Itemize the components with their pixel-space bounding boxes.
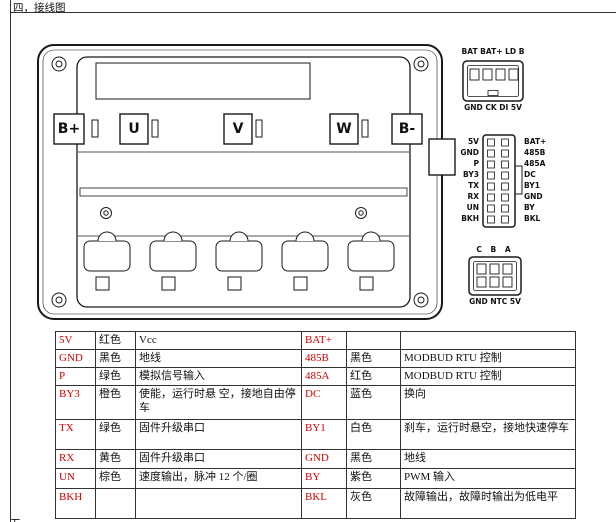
table-row: 5V 红色 Vcc BAT+ bbox=[55, 331, 576, 350]
table-cell: 红色 bbox=[95, 331, 136, 350]
table-cell: 灰色 bbox=[346, 488, 401, 519]
table-cell: 刹车，运行时悬空，接地快速停车 bbox=[400, 419, 576, 450]
table-cell bbox=[135, 488, 302, 519]
pin-label: BY3 bbox=[463, 170, 479, 179]
table-row: P 绿色 模拟信号输入 485A 红色 MODBUD RTU 控制 bbox=[55, 367, 576, 386]
terminal-label-v: V bbox=[232, 121, 244, 137]
pin-label: GND bbox=[524, 192, 543, 201]
table-cell: BY3 bbox=[55, 385, 96, 420]
table-cell: 地线 bbox=[135, 349, 302, 368]
table-cell: 黑色 bbox=[95, 349, 136, 368]
table-cell: RX bbox=[55, 449, 96, 469]
table-cell: P bbox=[55, 367, 96, 386]
table-cell: 故障输出，故障时输出为低电平 bbox=[400, 488, 576, 519]
table-cell: BY1 bbox=[301, 419, 347, 450]
table-cell: 使能，运行时悬 空，接地自由停车 bbox=[135, 385, 302, 420]
pin-label: BKH bbox=[461, 214, 479, 223]
table-cell: Vcc bbox=[135, 331, 302, 350]
table-cell: 地线 bbox=[400, 449, 576, 469]
table-cell: TX bbox=[55, 419, 96, 450]
pin-label: TX bbox=[468, 181, 479, 190]
pin-label: BY1 bbox=[524, 181, 540, 190]
table-row: BY3 橙色 使能，运行时悬 空，接地自由停车 DC 蓝色 换向 bbox=[55, 385, 576, 420]
terminal-label-b-minus: B- bbox=[398, 121, 416, 137]
mounting-hole-icon bbox=[100, 207, 367, 219]
table-cell: 5V bbox=[55, 331, 96, 350]
table-cell: DC bbox=[301, 385, 347, 420]
pin-label: BAT+ bbox=[524, 137, 547, 146]
pin-label: 485B bbox=[524, 148, 546, 157]
pin-label: BKL bbox=[524, 214, 541, 223]
pin-label: RX bbox=[467, 192, 479, 201]
pin-label: 5V bbox=[467, 137, 479, 146]
table-row: TX 绿色 固件升级串口 BY1 白色 刹车，运行时悬空，接地快速停车 bbox=[55, 419, 576, 450]
pin-label: UN bbox=[466, 203, 479, 212]
heatsink-feet bbox=[83, 231, 395, 291]
terminal-label-b-plus: B+ bbox=[57, 121, 81, 137]
hall-connector-bottom-label: GND NTC 5V bbox=[469, 297, 521, 306]
pin-label: 485A bbox=[524, 159, 546, 168]
terminal-blocks bbox=[53, 113, 423, 145]
pin-label: GND bbox=[460, 148, 479, 157]
table-cell: MODBUD RTU 控制 bbox=[400, 367, 576, 386]
table-cell: 棕色 bbox=[95, 468, 136, 489]
table-cell: GND bbox=[301, 449, 347, 469]
battery-connector bbox=[462, 60, 524, 102]
table-cell: PWM 输入 bbox=[400, 468, 576, 489]
pin-label: P bbox=[473, 159, 480, 168]
table-cell bbox=[346, 331, 401, 350]
table-cell: 485A bbox=[301, 367, 347, 386]
table-cell: GND bbox=[55, 349, 96, 368]
table-cell: 485B bbox=[301, 349, 347, 368]
screw-icon bbox=[51, 56, 429, 308]
terminal-slots bbox=[91, 119, 369, 138]
table-cell: 蓝色 bbox=[346, 385, 401, 420]
table-cell: 固件升级串口 bbox=[135, 449, 302, 469]
table-cell: 固件升级串口 bbox=[135, 419, 302, 450]
hall-connector-top-label: C B A bbox=[476, 245, 514, 254]
pin-label: BY bbox=[524, 203, 535, 212]
signal-connector-right-labels: BAT+ 485B 485A DC BY1 GND BY BKL bbox=[524, 136, 574, 224]
page-border bbox=[10, 0, 616, 522]
table-cell: 模拟信号输入 bbox=[135, 367, 302, 386]
table-cell: MODBUD RTU 控制 bbox=[400, 349, 576, 368]
table-cell: 白色 bbox=[346, 419, 401, 450]
signal-connector bbox=[482, 134, 523, 228]
table-cell: BKH bbox=[55, 488, 96, 519]
table-cell: 黑色 bbox=[346, 349, 401, 368]
table-cell: UN bbox=[55, 468, 96, 489]
section-title: 四，接线图 bbox=[13, 3, 66, 14]
table-cell bbox=[400, 331, 576, 350]
table-cell: 绿色 bbox=[95, 419, 136, 450]
table-row: UN 棕色 速度输出，脉冲 12 个/圈 BY 紫色 PWM 输入 bbox=[55, 468, 576, 489]
next-section-title-partial: 五， bbox=[10, 515, 32, 522]
table-cell: 黄色 bbox=[95, 449, 136, 469]
table-row: RX 黄色 固件升级串口 GND 黑色 地线 bbox=[55, 449, 576, 469]
battery-connector-top-label: BAT BAT+ LD B bbox=[461, 47, 525, 56]
table-cell: 速度输出，脉冲 12 个/圈 bbox=[135, 468, 302, 489]
pin-label: DC bbox=[524, 170, 536, 179]
table-cell: 红色 bbox=[346, 367, 401, 386]
table-cell: 换向 bbox=[400, 385, 576, 420]
table-cell: 紫色 bbox=[346, 468, 401, 489]
table-cell: 绿色 bbox=[95, 367, 136, 386]
table-cell: BY bbox=[301, 468, 347, 489]
table-cell: BAT+ bbox=[301, 331, 347, 350]
hall-connector bbox=[468, 256, 522, 296]
wire-exit-tab bbox=[428, 138, 456, 176]
wiring-table: 5V 红色 Vcc BAT+ GND 黑色 地线 485B 黑色 MODBUD … bbox=[55, 331, 576, 519]
table-cell: 黑色 bbox=[346, 449, 401, 469]
battery-connector-bottom-label: GND CK DI 5V bbox=[464, 103, 522, 112]
table-cell: BKL bbox=[301, 488, 347, 519]
table-row: BKH BKL 灰色 故障输出，故障时输出为低电平 bbox=[55, 488, 576, 519]
signal-connector-left-labels: 5V GND P BY3 TX RX UN BKH bbox=[428, 136, 479, 224]
terminal-label-u: U bbox=[128, 121, 140, 137]
table-cell bbox=[95, 488, 136, 519]
terminal-label-w: W bbox=[336, 121, 352, 137]
table-cell: 橙色 bbox=[95, 385, 136, 420]
table-row: GND 黑色 地线 485B 黑色 MODBUD RTU 控制 bbox=[55, 349, 576, 368]
